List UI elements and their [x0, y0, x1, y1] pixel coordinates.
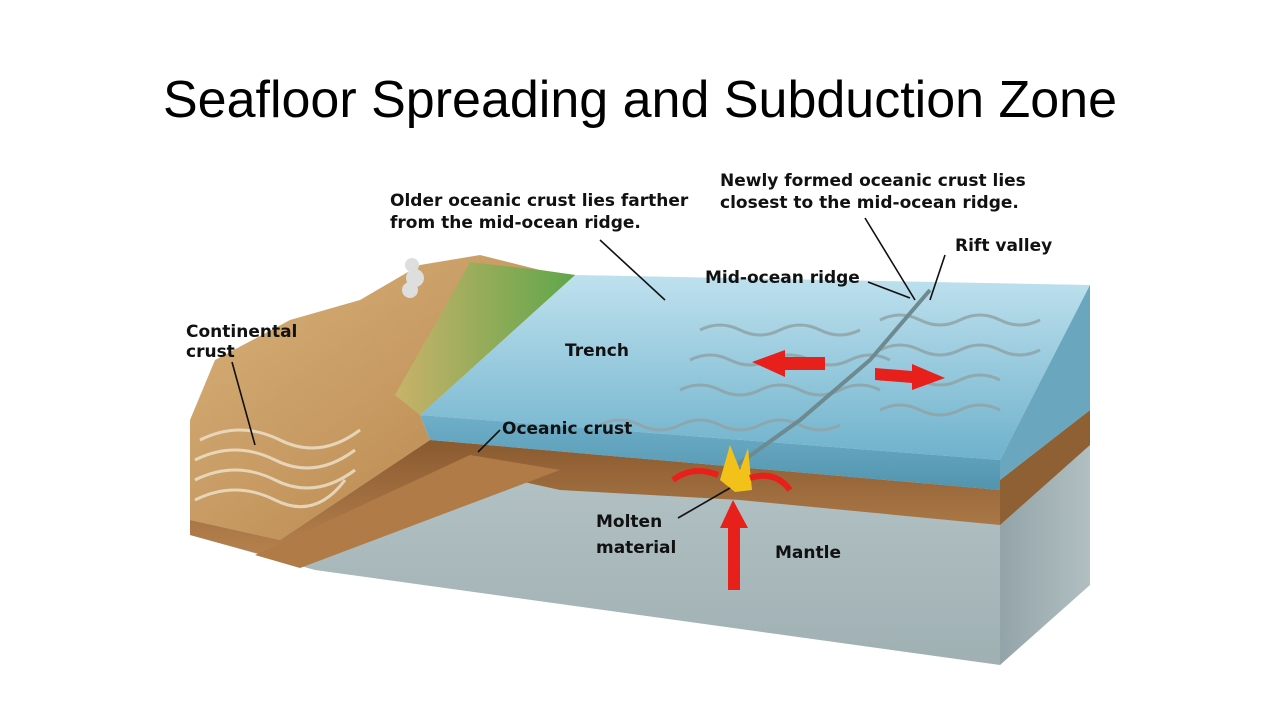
label-newer-crust-1: Newly formed oceanic crust lies — [720, 171, 1026, 191]
arrow-right — [875, 364, 945, 390]
label-older-crust-1: Older oceanic crust lies farther — [390, 191, 689, 211]
label-trench: Trench — [565, 341, 629, 361]
ocean-right-side — [1000, 285, 1090, 480]
leader-lines — [231, 217, 946, 519]
label-mid-ocean-ridge: Mid-ocean ridge — [705, 268, 860, 288]
label-rift-valley: Rift valley — [955, 236, 1052, 256]
label-continental-crust-2: crust — [186, 342, 235, 362]
label-older-crust-2: from the mid-ocean ridge. — [390, 213, 641, 233]
label-molten-material-2: material — [596, 538, 676, 558]
slide-title: Seafloor Spreading and Subduction Zone — [162, 71, 1118, 129]
subducting-slab — [255, 455, 560, 568]
label-oceanic-crust: Oceanic crust — [502, 419, 632, 439]
motion-arrows — [671, 350, 945, 590]
label-molten-material-1: Molten — [596, 512, 662, 532]
coastal-vegetation — [395, 262, 575, 415]
molten-material — [720, 445, 752, 492]
continental-strata — [194, 428, 361, 509]
arrow-curve-right — [749, 472, 793, 492]
arrow-curve-left — [671, 468, 720, 483]
rift-valley-line — [728, 288, 932, 472]
label-continental-crust-1: Continental — [186, 322, 297, 342]
crust-right-side — [1000, 410, 1090, 525]
label-mantle: Mantle — [775, 543, 841, 563]
label-newer-crust-2: closest to the mid-ocean ridge. — [720, 193, 1019, 213]
ocean-front — [420, 415, 1000, 490]
arrow-left — [752, 350, 825, 377]
arrow-up — [720, 500, 748, 590]
volcano-plume — [402, 258, 424, 298]
oceanic-crust-layer — [190, 440, 1000, 565]
